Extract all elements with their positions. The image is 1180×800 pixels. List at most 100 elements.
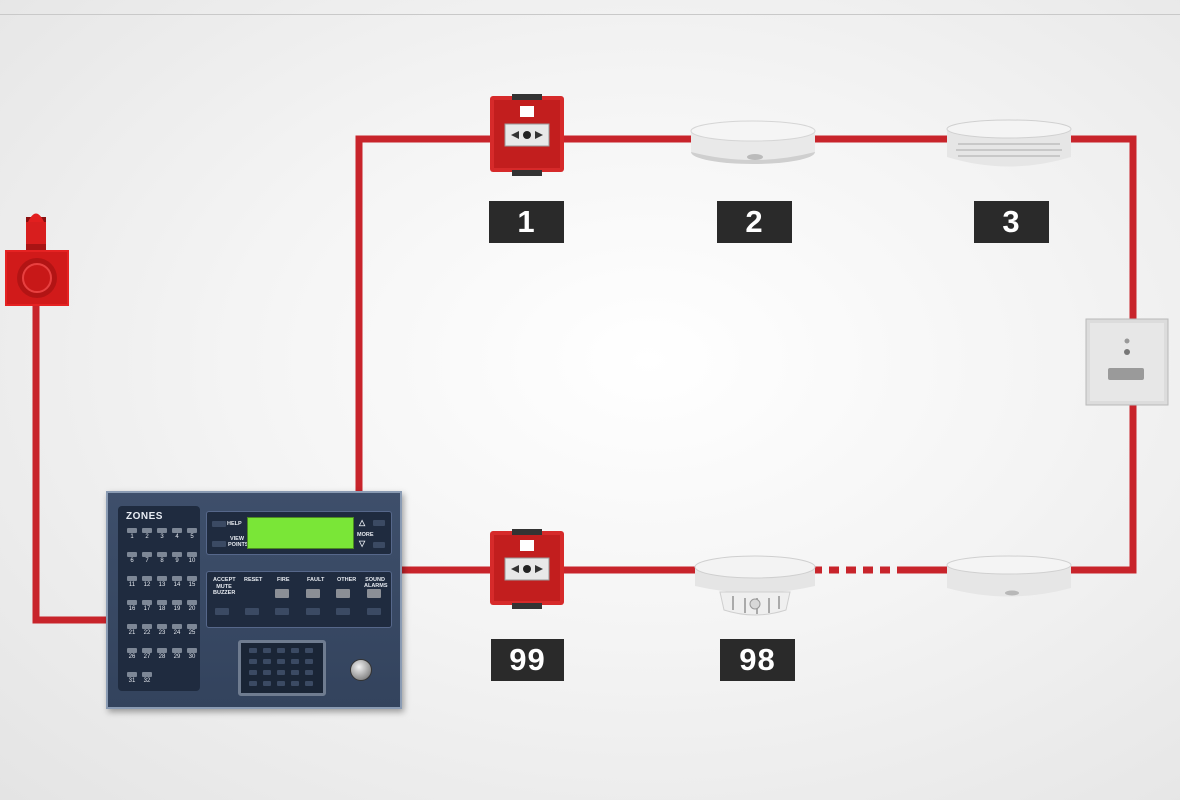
- zone-number: 10: [188, 558, 196, 564]
- zone-led: [172, 600, 182, 605]
- keypad-key[interactable]: [263, 659, 271, 664]
- other-label: OTHER: [337, 577, 357, 583]
- zone-number: 20: [188, 606, 196, 612]
- zone-number: 1: [130, 534, 134, 540]
- more-label: MORE: [357, 532, 374, 538]
- smoke-detector-icon: [690, 120, 816, 164]
- keypad-key[interactable]: [291, 659, 299, 664]
- zone-led: [142, 624, 152, 629]
- zone-led: [172, 528, 182, 533]
- zone-led: [187, 648, 197, 653]
- zone-indicator: 17: [141, 600, 153, 612]
- keypad-key[interactable]: [291, 648, 299, 653]
- zone-led: [187, 576, 197, 581]
- keypad-key[interactable]: [249, 681, 257, 686]
- sound-alarms-button[interactable]: [367, 608, 381, 615]
- zone-indicator: 8: [156, 552, 168, 564]
- manual-call-point-icon: [490, 94, 564, 176]
- up-key[interactable]: [373, 520, 385, 526]
- other-button[interactable]: [336, 608, 350, 615]
- zone-indicator: 21: [126, 624, 138, 636]
- zone-number: 32: [143, 678, 151, 684]
- accept-button[interactable]: [215, 608, 229, 615]
- keypad-key[interactable]: [277, 648, 285, 653]
- keypad-key[interactable]: [277, 659, 285, 664]
- smoke-detector-icon: [946, 555, 1072, 597]
- zone-number: 21: [128, 630, 136, 636]
- keypad-key[interactable]: [305, 659, 313, 664]
- keypad-key[interactable]: [249, 670, 257, 675]
- fault-label: FAULT: [307, 577, 325, 583]
- zone-number: 5: [190, 534, 194, 540]
- top-divider: [0, 14, 1180, 15]
- zone-led: [142, 576, 152, 581]
- help-key[interactable]: [212, 521, 226, 527]
- keypad-key[interactable]: [263, 670, 271, 675]
- device-number-badge: 99: [491, 639, 564, 681]
- zone-indicator: 6: [126, 552, 138, 564]
- fire-button[interactable]: [275, 608, 289, 615]
- zone-indicator: 14: [171, 576, 183, 588]
- device-number-badge: 98: [720, 639, 795, 681]
- manual-call-point-icon: [490, 529, 564, 609]
- keypad-key[interactable]: [263, 648, 271, 653]
- zone-number: 8: [160, 558, 164, 564]
- device-number-badge: 1: [489, 201, 564, 243]
- zone-indicator: 3: [156, 528, 168, 540]
- keypad: [238, 640, 326, 696]
- zone-led: [172, 648, 182, 653]
- device-number-badge: 2: [717, 201, 792, 243]
- zone-led: [127, 552, 137, 557]
- zone-led: [127, 624, 137, 629]
- zone-led: [142, 528, 152, 533]
- smoke-detector-icon: [946, 119, 1072, 167]
- zone-led: [127, 576, 137, 581]
- zone-number: 27: [143, 654, 151, 660]
- lcd-display: [247, 517, 354, 549]
- keypad-key[interactable]: [249, 648, 257, 653]
- down-key[interactable]: [373, 542, 385, 548]
- mute-buzzer-label: MUTE BUZZER: [213, 584, 236, 596]
- fire-label: FIRE: [277, 577, 290, 583]
- zone-led: [187, 552, 197, 557]
- zone-indicator: 20: [186, 600, 198, 612]
- zone-indicator: 1: [126, 528, 138, 540]
- zone-indicator: 4: [171, 528, 183, 540]
- zone-indicator: 30: [186, 648, 198, 660]
- keypad-key[interactable]: [305, 670, 313, 675]
- zone-indicator: 15: [186, 576, 198, 588]
- down-arrow-icon: ▽: [359, 539, 366, 548]
- keypad-key[interactable]: [277, 670, 285, 675]
- sounder-wire: [32, 300, 106, 624]
- sounder-beacon-icon: [5, 213, 69, 306]
- zone-number: 3: [160, 534, 164, 540]
- zone-indicator: 16: [126, 600, 138, 612]
- keypad-key[interactable]: [291, 670, 299, 675]
- view-points-key[interactable]: [212, 541, 226, 547]
- zone-number: 28: [158, 654, 166, 660]
- zone-indicator: 10: [186, 552, 198, 564]
- keypad-key[interactable]: [249, 659, 257, 664]
- zone-indicator: 19: [171, 600, 183, 612]
- zone-number: 22: [143, 630, 151, 636]
- help-label: HELP: [227, 521, 242, 527]
- zone-indicator: 32: [141, 672, 153, 684]
- reset-button[interactable]: [245, 608, 259, 615]
- keypad-key[interactable]: [263, 681, 271, 686]
- keypad-key[interactable]: [277, 681, 285, 686]
- reset-label: RESET: [244, 577, 263, 583]
- zone-number: 16: [128, 606, 136, 612]
- keypad-key[interactable]: [305, 681, 313, 686]
- zone-led: [142, 552, 152, 557]
- accept-label: ACCEPT: [213, 577, 236, 583]
- zone-indicator: 2: [141, 528, 153, 540]
- fire-led: [275, 589, 289, 598]
- key-switch-icon[interactable]: [350, 659, 372, 681]
- zone-led: [157, 648, 167, 653]
- up-arrow-icon: △: [359, 518, 366, 527]
- zone-indicator: 24: [171, 624, 183, 636]
- fault-button[interactable]: [306, 608, 320, 615]
- keypad-key[interactable]: [291, 681, 299, 686]
- keypad-key[interactable]: [305, 648, 313, 653]
